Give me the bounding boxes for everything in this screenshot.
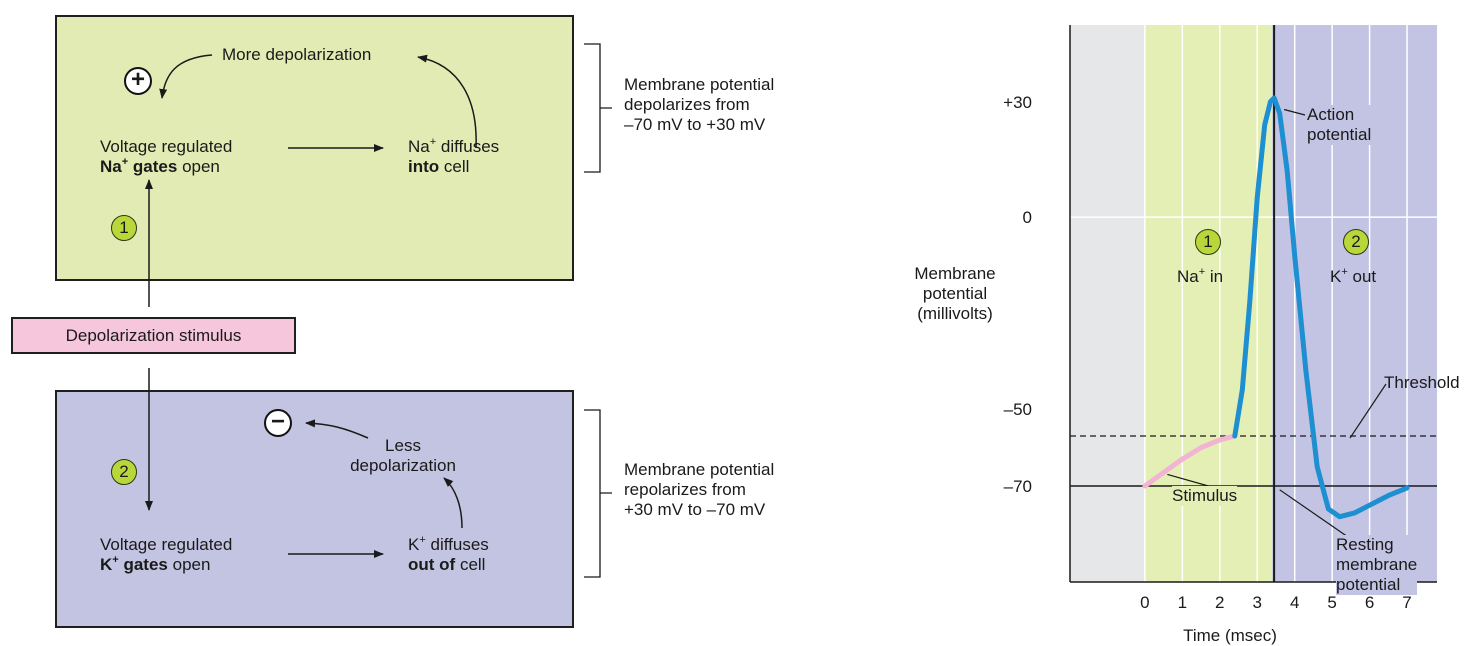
action-potential-label: Action potential bbox=[1307, 105, 1372, 145]
threshold-label: Threshold bbox=[1384, 373, 1460, 392]
y-tick-30: +30 bbox=[1003, 93, 1032, 112]
resting-leader bbox=[1279, 489, 1349, 538]
repolarization-box bbox=[55, 390, 574, 628]
stimulus-leader bbox=[1167, 473, 1213, 488]
region-na-in-label: Na+ in bbox=[1177, 266, 1224, 287]
region-k-out-label: K+ out bbox=[1330, 266, 1377, 287]
repolarization-note: Membrane potential repolarizes from +30 … bbox=[624, 460, 775, 519]
x-tick-2: 2 bbox=[1215, 593, 1224, 612]
plus-icon: + bbox=[124, 67, 152, 95]
resting-potential-label: Resting membrane potential bbox=[1336, 535, 1418, 595]
x-tick-4: 4 bbox=[1290, 593, 1299, 612]
step-2-badge: 2 bbox=[111, 459, 137, 485]
threshold-leader bbox=[1349, 383, 1387, 439]
k-gates-label: Voltage regulated K+ gates open bbox=[100, 535, 233, 574]
minus-icon: − bbox=[264, 409, 292, 437]
depolarization-stimulus-box: Depolarization stimulus bbox=[11, 317, 296, 354]
region-2-badge: 2 bbox=[1343, 229, 1369, 255]
stimulus-label: Stimulus bbox=[1172, 486, 1238, 506]
y-tick--70: –70 bbox=[1004, 477, 1032, 496]
arrow-less-to-minus bbox=[305, 419, 369, 439]
k-diffuses-label: K+ diffuses out of cell bbox=[408, 534, 489, 575]
arrow-na-to-more bbox=[417, 54, 477, 149]
depolarization-note: Membrane potential depolarizes from –70 … bbox=[624, 75, 775, 134]
na-diffuses-label: Na+ diffuses into cell bbox=[408, 136, 500, 177]
x-tick-7: 7 bbox=[1402, 593, 1411, 612]
series-stimulus bbox=[1142, 433, 1238, 489]
bracket-repol bbox=[584, 409, 612, 578]
y-axis-label: Membrane potential (millivolts) bbox=[914, 264, 996, 323]
series-action-potential bbox=[1232, 95, 1410, 520]
y-tick-0: 0 bbox=[1023, 208, 1032, 227]
less-depolarization-label: Less depolarization bbox=[350, 436, 456, 475]
arrow-more-to-plus bbox=[159, 54, 213, 99]
na-gates-label: Voltage regulated Na+ gates open bbox=[100, 137, 233, 176]
action-potential-leader bbox=[1283, 108, 1306, 116]
region-1-badge: 1 bbox=[1195, 229, 1221, 255]
x-tick-1: 1 bbox=[1178, 593, 1187, 612]
bracket-depol bbox=[584, 43, 612, 173]
x-axis-label: Time (msec) bbox=[1183, 626, 1277, 645]
x-tick-5: 5 bbox=[1327, 593, 1336, 612]
y-tick--50: –50 bbox=[1004, 400, 1032, 419]
more-depolarization-label: More depolarization bbox=[222, 45, 372, 64]
x-tick-3: 3 bbox=[1253, 593, 1262, 612]
x-tick-0: 0 bbox=[1140, 593, 1149, 612]
arrow-k-to-less bbox=[443, 477, 463, 529]
step-1-badge: 1 bbox=[111, 215, 137, 241]
x-tick-6: 6 bbox=[1365, 593, 1374, 612]
depolarization-stimulus-label: Depolarization stimulus bbox=[65, 326, 242, 345]
